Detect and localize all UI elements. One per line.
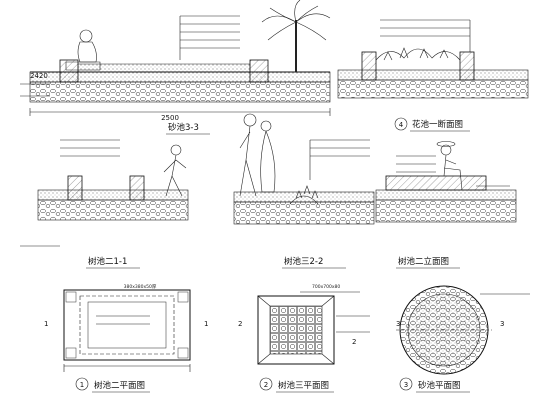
seated-figure-icon	[436, 141, 463, 191]
section-left-2a: 2	[238, 320, 242, 328]
shrub-icon	[295, 185, 319, 199]
tree-pit-2-plan: 1 1 380x380x50厚 1 树池二平面图	[44, 284, 208, 393]
top-dim-b: 2420	[30, 72, 48, 80]
shrub-icon	[383, 47, 449, 61]
sand-plan-num: 3	[404, 381, 408, 389]
couple-figure-icon	[239, 113, 276, 197]
top-left-leader-notes	[20, 15, 240, 97]
palm-tree-icon	[261, 0, 331, 72]
tree3-plan-num: 2	[264, 381, 268, 389]
section-left-3a: 3	[396, 320, 400, 328]
plan-dim-a: 380x380x50厚	[124, 284, 157, 290]
tree-pit-3-section-title: 树池三2-2	[284, 256, 323, 267]
tree-pit-3-plan-title: 树池三平面图	[278, 380, 329, 391]
section-left-2b: 2	[352, 338, 356, 346]
section-4-marker-circle	[394, 117, 408, 131]
sand-pit-plan-title: 砂池平面图	[418, 380, 461, 391]
section-left-1b: 1	[204, 320, 208, 328]
tree-pit-3-section: 树池三2-2	[233, 113, 375, 269]
walking-figure-icon	[163, 144, 187, 197]
section-left-1a: 1	[44, 320, 48, 328]
tree-pit-2-section-title: 树池二1-1	[88, 256, 127, 267]
tree-pit-2-elevation-title: 树池二立面图	[398, 256, 449, 267]
tree-pit-3-plan: 700x700x80 2 2 2 树池三平面图	[238, 284, 370, 393]
tree-pit-2-section: 树池二1-1	[20, 139, 189, 269]
top-left-section: 2500 2420	[20, 0, 331, 122]
sand-pit-plan: 3 3 3 砂池平面图	[396, 285, 530, 393]
planter-section-num: 4	[399, 121, 404, 129]
tree-pit-2-plan-title: 树池二平面图	[94, 380, 145, 391]
planter-section-4: 4 花池一断面图	[337, 19, 529, 132]
sand-pit-3-title: 砂池3-3	[168, 122, 199, 133]
tree2-plan-num: 1	[80, 381, 84, 389]
top-dim-a: 2500	[161, 114, 179, 122]
tree-pit-2-elevation: 树池二立面图	[375, 141, 517, 269]
plan-dim-b: 700x700x80	[312, 284, 340, 290]
section-left-3b: 3	[500, 320, 504, 328]
planter-section-title: 花池一断面图	[412, 119, 463, 130]
seated-figure-icon	[65, 29, 101, 71]
